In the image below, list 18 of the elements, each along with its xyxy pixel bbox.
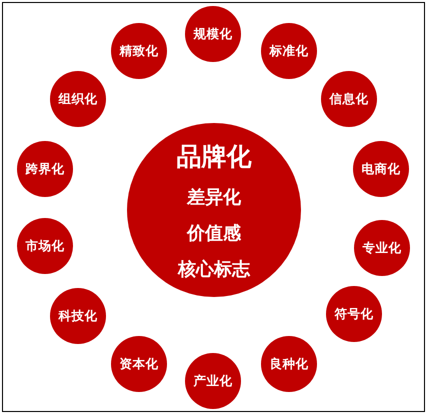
circle-text: 差异化 <box>187 186 241 208</box>
circle: 标准化 <box>261 23 317 79</box>
circle-title: 品牌化 <box>176 140 252 172</box>
circle: 跨界化 <box>17 141 73 197</box>
circle: 科技化 <box>50 288 106 344</box>
circle-text: 价值感 <box>187 222 241 244</box>
circle: 专业化 <box>354 220 410 276</box>
circle: 市场化 <box>17 218 73 274</box>
circle: 组织化 <box>50 71 106 127</box>
circle: 电商化 <box>353 141 409 197</box>
circle: 信息化 <box>321 71 377 127</box>
circle-text: 核心标志 <box>178 258 250 280</box>
circle: 符号化 <box>326 286 382 342</box>
circle: 产业化 <box>185 353 241 409</box>
circle: 资本化 <box>111 336 167 392</box>
circle: 良种化 <box>261 336 317 392</box>
circle: 规模化 <box>185 6 241 62</box>
circle: 精致化 <box>111 23 167 79</box>
